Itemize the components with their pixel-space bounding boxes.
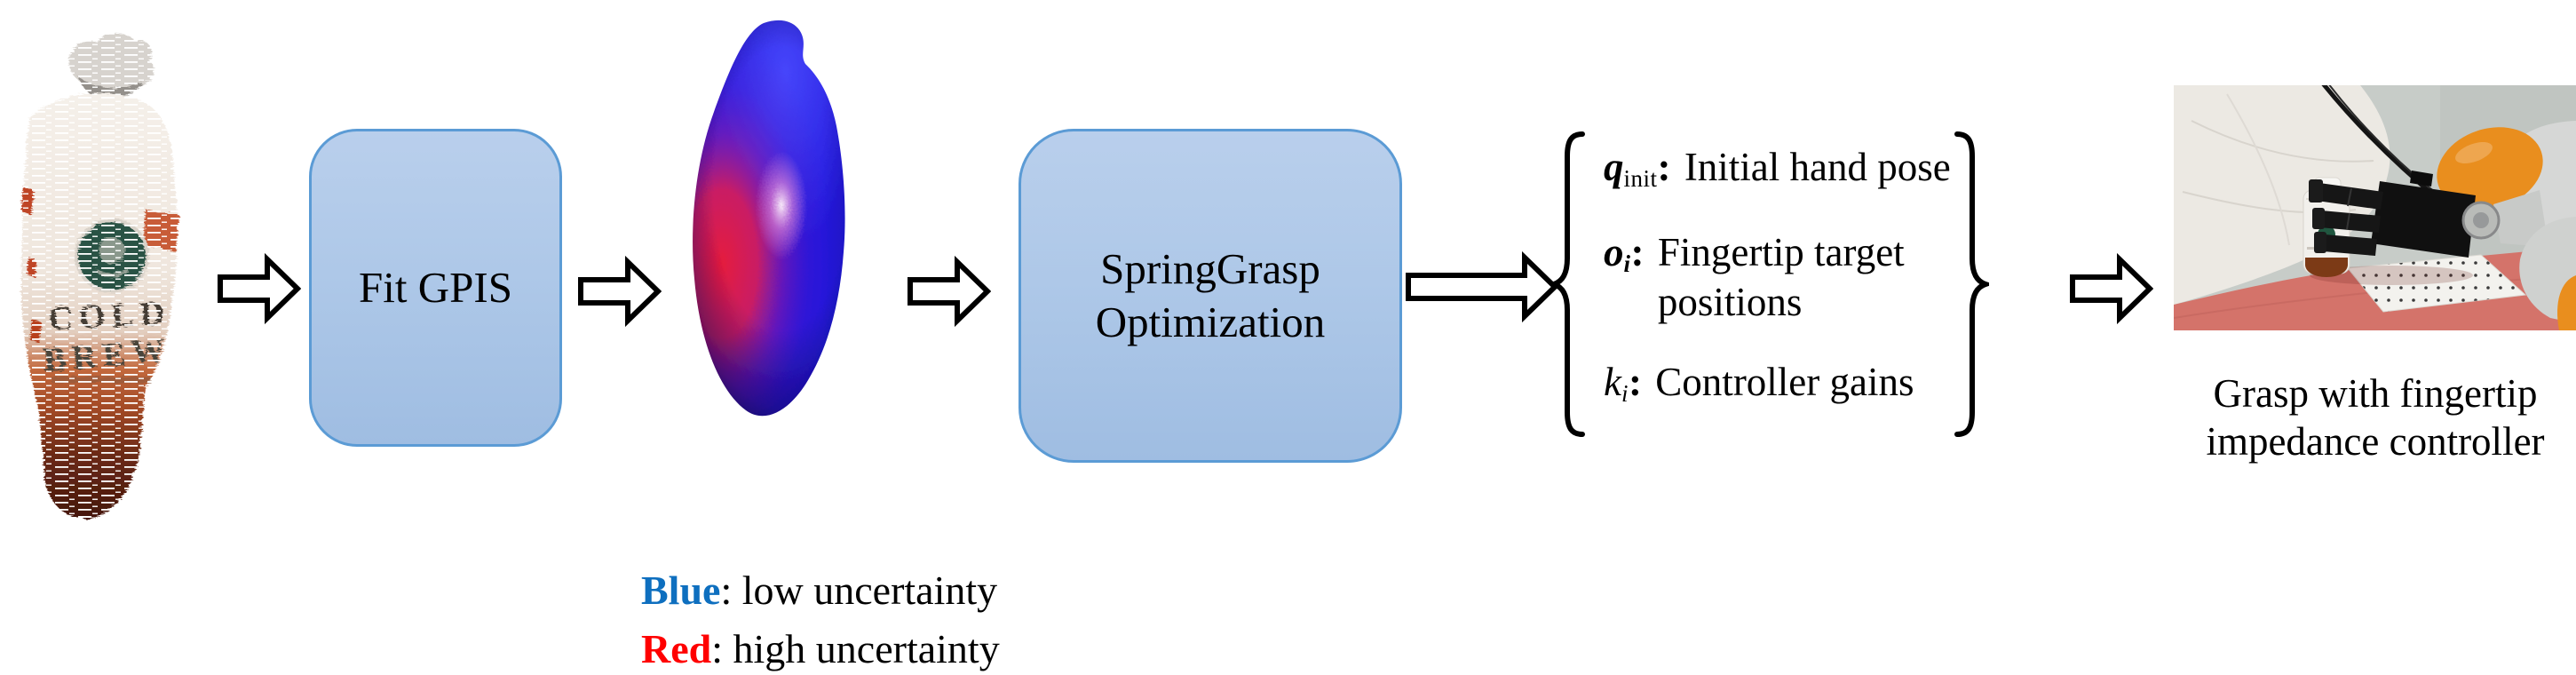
red-label-patch: [144, 210, 179, 252]
symbol-q: q: [1604, 145, 1624, 189]
springgrasp-optimization-box: SpringGrasp Optimization: [1019, 129, 1402, 463]
flow-arrow-icon: [218, 253, 301, 324]
red-edge-sliver: [30, 320, 42, 343]
red-edge-sliver: [27, 258, 36, 277]
output-item-qinit: qinit:Initial hand pose: [1604, 142, 1951, 203]
red-edge-sliver: [21, 187, 34, 215]
kuka-orange-link: [2437, 127, 2543, 210]
output-list: qinit:Initial hand pose oi:Fingertip tar…: [1604, 130, 1959, 439]
uncertainty-legend: Blue: low uncertainty Red: high uncertai…: [641, 561, 1000, 675]
legend-red-term: Red: [641, 626, 712, 671]
calibration-dot-sheet: [2347, 254, 2527, 313]
gpis-uncertainty-blob: [693, 20, 845, 417]
fit-gpis-label: Fit GPIS: [359, 263, 512, 312]
output-item-ki: ki:Controller gains: [1604, 357, 1914, 418]
output-desc: Controller gains: [1655, 360, 1914, 404]
flow-arrow-icon: [578, 256, 662, 327]
subscript-i: i: [1621, 380, 1629, 408]
photo-caption: Grasp with fingertip impedance controlle…: [2206, 371, 2545, 464]
output-item-oi: oi:Fingertip target positions: [1604, 227, 1951, 327]
label-band: [52, 377, 151, 383]
flow-arrow-icon: [1406, 251, 1558, 322]
left-brace: [1550, 131, 1585, 437]
robot-arm: [2437, 121, 2576, 330]
subscript-i: i: [1623, 250, 1631, 278]
right-brace: [1954, 131, 1989, 437]
legend-red-desc: : high uncertainty: [711, 626, 1000, 671]
robot-hand: [2309, 171, 2501, 258]
springgrasp-label: SpringGrasp Optimization: [1095, 244, 1326, 346]
symbol-o: o: [1604, 230, 1624, 274]
symbol-k: k: [1604, 360, 1621, 404]
bottle-cap-pointcloud: [68, 33, 155, 91]
legend-line-blue: Blue: low uncertainty: [641, 561, 1000, 620]
bottle-body-pointcloud: [20, 92, 178, 520]
flow-arrow-icon: [908, 256, 991, 327]
starbucks-logo: [75, 218, 149, 293]
robot-grasp-photo: [2174, 85, 2576, 330]
pointcloud-bottle-image: COLD BREW: [20, 33, 179, 520]
output-desc: Fingertip target positions: [1657, 230, 1905, 324]
optimization-outputs: qinit:Initial hand pose oi:Fingertip tar…: [1549, 130, 2046, 442]
legend-blue-term: Blue: [641, 568, 721, 613]
output-desc: Initial hand pose: [1684, 145, 1951, 189]
fit-gpis-box: Fit GPIS: [309, 129, 562, 447]
legend-line-red: Red: high uncertainty: [641, 620, 1000, 675]
bottle-cap-shadow: [78, 76, 142, 99]
blob-surface: [693, 20, 845, 417]
legend-blue-desc: : low uncertainty: [720, 568, 998, 613]
subscript-init: init: [1623, 165, 1658, 193]
bottle-text-cold: COLD: [47, 294, 171, 338]
flow-arrow-icon: [2070, 253, 2153, 324]
